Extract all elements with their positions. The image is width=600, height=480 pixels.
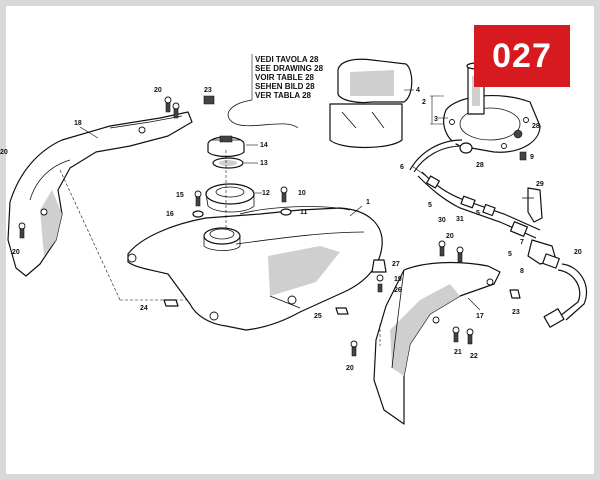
callout-26: 26 — [394, 287, 402, 294]
callout-12: 12 — [262, 190, 270, 197]
reference-note-line-5: VER TABLA 28 — [255, 91, 312, 100]
reference-note-line-4: SEHEN BILD 28 — [255, 82, 315, 91]
callout-20d: 20 — [346, 365, 354, 372]
callout-24: 24 — [140, 305, 148, 312]
breather-hose — [227, 99, 299, 129]
callout-9: 9 — [530, 154, 534, 161]
fuel-cap — [207, 135, 245, 158]
callout-14: 14 — [260, 142, 268, 149]
callout-29: 29 — [536, 181, 544, 188]
callout-20a: 20 — [154, 87, 162, 94]
callout-5a: 5 — [428, 202, 432, 209]
callout-20c: 20 — [446, 233, 454, 240]
reference-note: VEDI TAVOLA 28 SEE DRAWING 28 VOIR TABLE… — [255, 55, 324, 100]
callout-17: 17 — [476, 313, 484, 320]
callout-22: 22 — [470, 353, 478, 360]
callout-23a: 23 — [204, 87, 212, 94]
callout-8: 8 — [520, 268, 524, 275]
callout-21: 21 — [454, 349, 462, 356]
cover-grommet — [40, 208, 48, 216]
fuel-tank — [127, 206, 383, 331]
page-number-badge: 027 — [474, 25, 570, 87]
callout-31: 31 — [456, 216, 464, 223]
callout-20e: 20 — [0, 149, 8, 156]
reference-note-line-1: VEDI TAVOLA 28 — [255, 55, 319, 64]
callout-4: 4 — [416, 87, 420, 94]
callout-23b: 23 — [512, 309, 520, 316]
callout-18: 18 — [74, 120, 82, 127]
callout-13: 13 — [260, 160, 268, 167]
callout-11: 11 — [300, 209, 308, 216]
callout-7: 7 — [520, 239, 524, 246]
callout-6: 6 — [400, 164, 404, 171]
callout-1: 1 — [366, 199, 370, 206]
callout-30: 30 — [438, 217, 446, 224]
reference-note-line-2: SEE DRAWING 28 — [255, 64, 324, 73]
fuel-hose — [409, 139, 588, 328]
callout-2: 2 — [422, 99, 426, 106]
callout-15: 15 — [176, 192, 184, 199]
callout-19: 19 — [394, 276, 402, 283]
callout-20f: 20 — [574, 249, 582, 256]
callout-3: 3 — [434, 116, 438, 123]
callout-10: 10 — [298, 190, 306, 197]
hose-bracket — [522, 187, 543, 223]
callout-25: 25 — [314, 313, 322, 320]
fuel-pump-cover — [329, 58, 413, 149]
left-rear-cover — [7, 111, 193, 277]
callout-16: 16 — [166, 211, 174, 218]
hose-clamp — [459, 142, 473, 154]
callout-27: 27 — [392, 261, 400, 268]
hardware — [18, 95, 527, 357]
callout-28a: 28 — [476, 162, 484, 169]
callout-5b: 5 — [476, 210, 480, 217]
callout-20b: 20 — [12, 249, 20, 256]
callout-28b: 28 — [532, 123, 540, 130]
callouts: 1 2 3 4 5 5 5 6 7 8 9 10 11 12 13 14 15 … — [0, 87, 582, 372]
cap-gasket — [212, 157, 244, 169]
right-side-panel — [373, 261, 501, 425]
callout-5c: 5 — [508, 251, 512, 258]
reference-note-line-3: VOIR TABLE 28 — [255, 73, 315, 82]
filler-ring — [205, 183, 255, 213]
